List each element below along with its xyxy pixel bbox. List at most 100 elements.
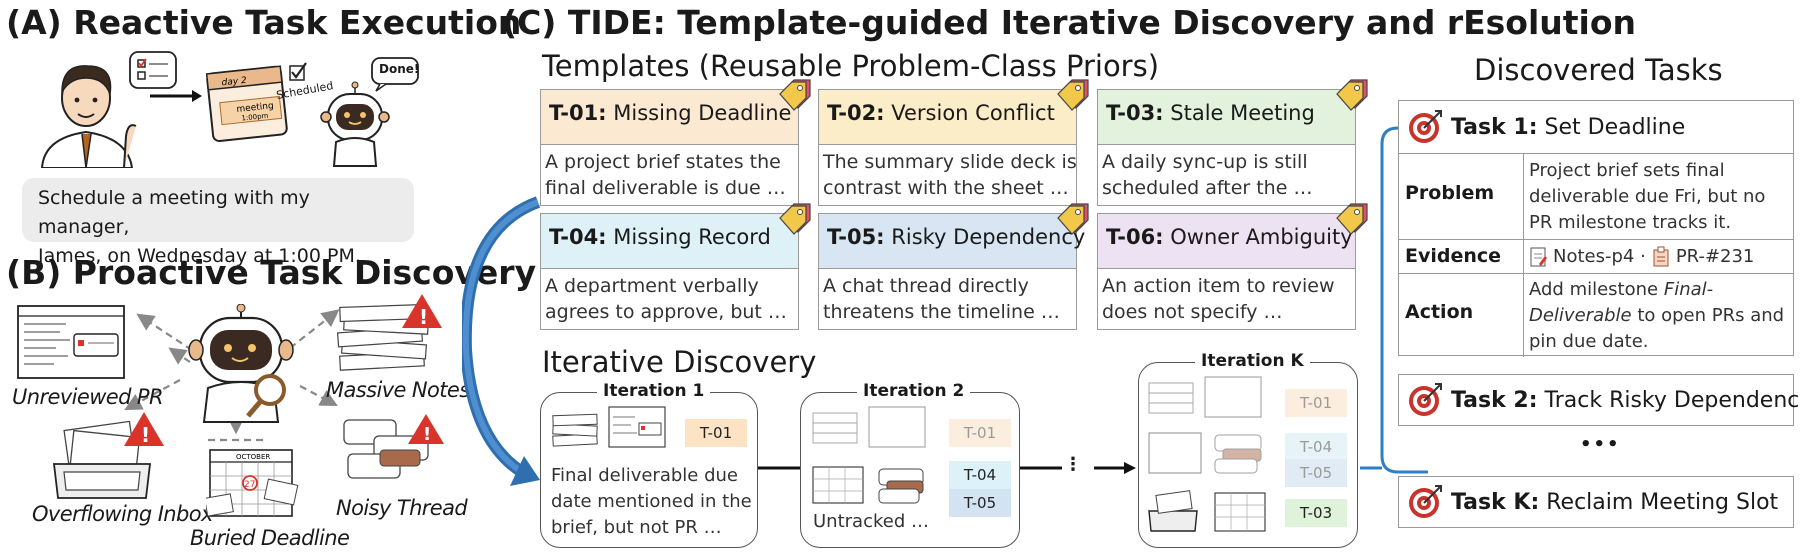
panel-b-title: (B) Proactive Task Discovery bbox=[6, 253, 537, 292]
template-id: T-03: bbox=[1106, 101, 1164, 125]
request-line-2: James, on Wednesday at 1:00 PM. bbox=[38, 245, 361, 267]
iteration-connector-2 bbox=[1020, 462, 1136, 474]
template-id: T-01: bbox=[549, 101, 607, 125]
massive-notes-icon: ! bbox=[336, 294, 442, 371]
checklist-bubble-icon bbox=[129, 51, 177, 89]
iteration-k-tag-t01: T-01 bbox=[1285, 389, 1347, 417]
template-line: threatens the timeline … bbox=[823, 301, 1060, 323]
caption-overflowing-inbox: Overflowing Inbox bbox=[32, 502, 213, 526]
iteration-1-text-line-1: Final deliverable due bbox=[551, 465, 738, 486]
problem-label: Problem bbox=[1405, 182, 1495, 204]
template-header: T-02: Version Conflict bbox=[819, 90, 1076, 145]
iteration-2-tag-t04: T-04 bbox=[949, 461, 1011, 489]
reactive-arrow bbox=[150, 90, 202, 102]
iteration-2-tag-t05: T-05 bbox=[949, 489, 1011, 517]
template-line: scheduled after the … bbox=[1102, 177, 1313, 199]
tag-icon bbox=[779, 79, 811, 111]
iteration-k-inbox-calendar-icons bbox=[1148, 490, 1266, 532]
template-line: A project brief states the bbox=[545, 151, 781, 173]
template-line: A daily sync-up is still bbox=[1102, 151, 1308, 173]
pr-thumbnail-icon bbox=[608, 406, 666, 448]
done-label: Done! bbox=[379, 62, 420, 76]
person-illustration bbox=[40, 65, 137, 168]
caption-noisy-thread: Noisy Thread bbox=[336, 496, 468, 520]
iteration-k-faded-sources-2 bbox=[1148, 432, 1262, 474]
template-id: T-05: bbox=[827, 225, 885, 249]
task-1-name: Set Deadline bbox=[1544, 114, 1686, 140]
template-name: Stale Meeting bbox=[1170, 101, 1315, 125]
template-line: does not specify … bbox=[1102, 301, 1283, 323]
action-label: Action bbox=[1405, 301, 1474, 323]
iteration-1-text-line-3: brief, but not PR … bbox=[551, 517, 722, 538]
iteration-1-text-line-2: date mentioned in the bbox=[551, 491, 752, 512]
calendar-month-label: OCTOBER bbox=[236, 453, 270, 461]
iteration-2-tag-t01: T-01 bbox=[949, 419, 1011, 447]
calendar-day-label: day 2 bbox=[221, 76, 247, 89]
robot-magnifier-icon bbox=[188, 304, 294, 423]
template-id: T-02: bbox=[827, 101, 885, 125]
buried-deadline-calendar-icon: OCTOBER 27 bbox=[206, 449, 299, 517]
iteration-k-title: Iteration K bbox=[1195, 351, 1310, 371]
template-description: A project brief states the final delivera… bbox=[541, 145, 798, 201]
task-k-card: Task K: Reclaim Meeting Slot bbox=[1398, 476, 1794, 528]
template-line: final deliverable is due … bbox=[545, 177, 786, 199]
overflowing-inbox-icon: ! bbox=[52, 412, 164, 499]
template-name: Risky Dependency bbox=[891, 225, 1086, 249]
discovered-tasks-heading: Discovered Tasks bbox=[1474, 53, 1723, 87]
iteration-2-faded-sources bbox=[812, 406, 926, 448]
user-request-bubble: Schedule a meeting with my manager, Jame… bbox=[22, 178, 414, 267]
iteration-2-box: Iteration 2 T-01 T-04 T-05 Untracked … bbox=[800, 381, 1020, 548]
caption-buried-deadline: Buried Deadline bbox=[190, 526, 350, 550]
iterative-discovery-heading: Iterative Discovery bbox=[542, 345, 817, 379]
task-2-name: Track Risky Dependency bbox=[1544, 387, 1800, 413]
notes-stack-icon bbox=[552, 413, 598, 447]
iteration-ellipsis: ⋮ bbox=[1064, 454, 1082, 475]
action-emphasis-1: Final- bbox=[1663, 279, 1714, 300]
iteration-1-title: Iteration 1 bbox=[597, 381, 711, 401]
svg-text:!: ! bbox=[419, 305, 428, 329]
iteration-1-tag-t01: T-01 bbox=[685, 419, 747, 447]
svg-text:!: ! bbox=[141, 423, 150, 447]
tag-icon bbox=[1057, 203, 1089, 235]
evidence-pr: PR-#231 bbox=[1675, 246, 1755, 267]
template-line: An action item to review bbox=[1102, 275, 1335, 297]
robot-icon bbox=[320, 81, 390, 167]
template-header: T-05: Risky Dependency bbox=[819, 214, 1085, 269]
template-name: Version Conflict bbox=[891, 101, 1055, 125]
iteration-k-tag-t05: T-05 bbox=[1285, 459, 1347, 487]
request-line-1: Schedule a meeting with my manager, bbox=[38, 187, 310, 238]
template-description: A daily sync-up is still scheduled after … bbox=[1098, 145, 1355, 201]
panel-a-title: (A) Reactive Task Execution bbox=[6, 3, 522, 42]
template-header: T-04: Missing Record bbox=[541, 214, 798, 269]
task-k-name: Reclaim Meeting Slot bbox=[1546, 489, 1779, 515]
caption-massive-notes: Massive Notes bbox=[326, 378, 470, 402]
template-id: T-04: bbox=[549, 225, 607, 249]
iteration-k-box: Iteration K T-01 T-04 T-05 T-03 bbox=[1138, 351, 1358, 548]
clipboard-icon bbox=[1653, 246, 1669, 267]
evidence-notes: Notes-p4 · bbox=[1553, 246, 1646, 267]
task-1-label: Task 1: bbox=[1451, 114, 1538, 140]
noisy-thread-icon: ! bbox=[343, 414, 444, 479]
tag-icon bbox=[1336, 203, 1368, 235]
template-description: An action item to review does not specify… bbox=[1098, 269, 1355, 325]
iteration-2-title: Iteration 2 bbox=[857, 381, 971, 401]
templates-heading: Templates (Reusable Problem-Class Priors… bbox=[542, 49, 1160, 83]
target-icon bbox=[1409, 110, 1442, 143]
iteration-2-calendar-thread-icons bbox=[812, 466, 924, 504]
task-2-label: Task 2: bbox=[1451, 387, 1538, 413]
task-k-label: Task K: bbox=[1451, 489, 1540, 515]
iteration-k-faded-sources-1 bbox=[1148, 376, 1262, 418]
tag-icon bbox=[779, 203, 811, 235]
template-header: T-06: Owner Ambiguity bbox=[1098, 214, 1355, 269]
tag-icon bbox=[1057, 79, 1089, 111]
calendar-time-label: 1:00pm bbox=[241, 112, 269, 123]
task-1-card: Task 1: Set Deadline Problem Project bri… bbox=[1398, 100, 1794, 357]
template-header: T-03: Stale Meeting bbox=[1098, 90, 1355, 145]
task-1-action-row: Action Add milestone Final- Deliverable … bbox=[1399, 273, 1793, 357]
iteration-k-tag-t03: T-03 bbox=[1285, 499, 1347, 527]
